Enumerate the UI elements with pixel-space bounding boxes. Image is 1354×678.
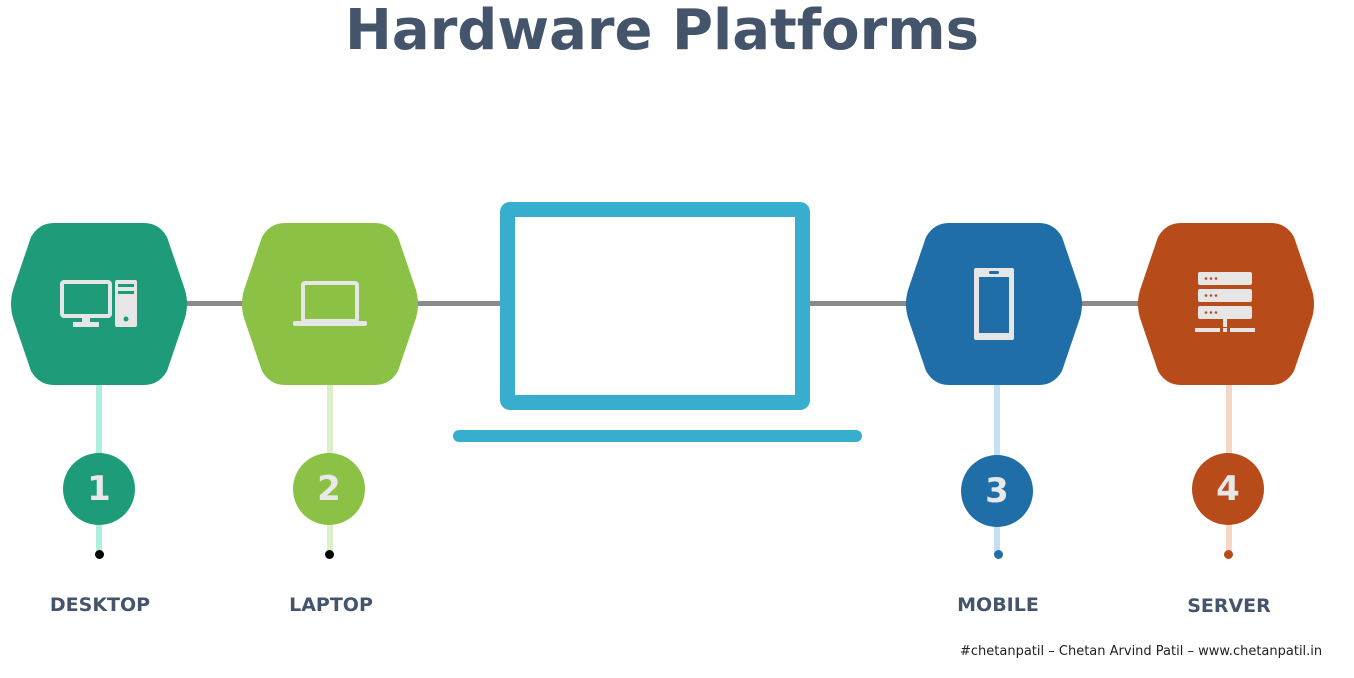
hexagon-shape: [11, 223, 187, 385]
connector-line: [185, 301, 245, 306]
stem-end-dot: [325, 550, 334, 559]
laptop-icon: [292, 281, 368, 327]
hexagon-mobile: [904, 223, 1084, 385]
hexagon-desktop: [9, 223, 189, 385]
hexagon-laptop: [240, 223, 420, 385]
platform-label-mobile: MOBILE: [957, 594, 1039, 616]
stem-end-dot: [1224, 550, 1233, 559]
platform-label-desktop: DESKTOP: [49, 594, 151, 616]
platform-label-server: SERVER: [1187, 595, 1271, 617]
connector-line: [805, 301, 910, 306]
hexagon-server: [1136, 223, 1316, 385]
step-number-badge: 4: [1192, 453, 1264, 525]
smartphone-icon: [973, 267, 1015, 341]
step-number-badge: 3: [961, 455, 1033, 527]
footer-credit: #chetanpatil – Chetan Arvind Patil – www…: [960, 644, 1323, 659]
connector-line: [1080, 301, 1140, 306]
page-title: Hardware Platforms: [345, 0, 979, 63]
large-laptop-outline-icon: [500, 202, 810, 410]
large-laptop-base: [453, 430, 862, 442]
server-icon: [1195, 272, 1257, 336]
platform-label-laptop: LAPTOP: [289, 594, 373, 616]
stem-end-dot: [994, 550, 1003, 559]
stem-end-dot: [95, 550, 104, 559]
step-number-badge: 2: [293, 453, 365, 525]
step-number-badge: 1: [63, 453, 135, 525]
connector-line: [415, 301, 505, 306]
hexagon-shape: [242, 223, 418, 385]
desktop-computer-icon: [60, 280, 138, 328]
hexagon-shape: [1138, 223, 1314, 385]
